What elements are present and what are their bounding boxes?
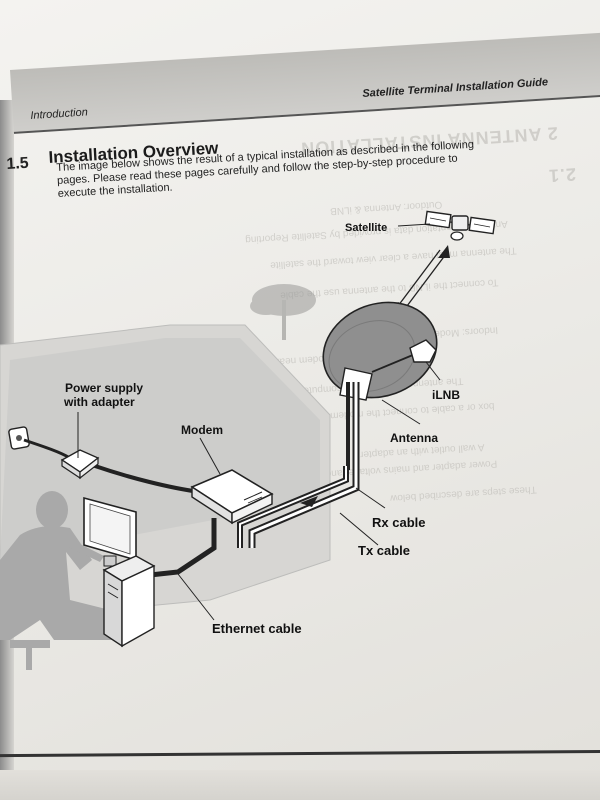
monitor-icon	[83, 496, 137, 567]
page-bottom	[0, 770, 600, 800]
antenna-dish	[322, 301, 438, 470]
label-power-supply-adapter: with adapter	[63, 395, 135, 409]
rx-tx-cables	[237, 466, 360, 548]
ilnb-icon	[409, 339, 437, 363]
wall-outlet-icon	[8, 426, 30, 450]
power-adapter-icon	[60, 449, 100, 480]
label-ethernet-cable: Ethernet cable	[212, 621, 302, 636]
ethernet-cable	[149, 518, 217, 578]
label-rx-cable: Rx cable	[372, 515, 425, 530]
satellite-icon	[424, 210, 496, 241]
computer-tower-icon	[102, 555, 156, 648]
tree-icon	[250, 284, 316, 340]
person-silhouette	[0, 491, 112, 670]
label-tx-cable: Tx cable	[358, 543, 410, 558]
label-ilnb: iLNB	[432, 388, 460, 402]
leader-lines	[77, 223, 441, 621]
modem-icon	[190, 469, 274, 525]
label-modem: Modem	[181, 423, 223, 437]
label-antenna: Antenna	[390, 431, 438, 445]
label-power-supply: Power supply	[65, 381, 143, 395]
label-satellite: Satellite	[345, 222, 387, 234]
